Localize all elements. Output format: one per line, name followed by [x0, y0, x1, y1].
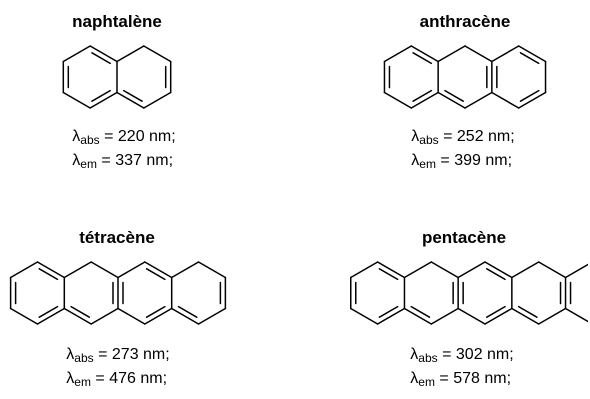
single-bond: [437, 91, 466, 109]
single-bond: [143, 91, 172, 109]
single-bond: [197, 307, 227, 325]
double-bond-inner: [378, 305, 399, 318]
single-bond: [537, 261, 567, 279]
single-bond: [63, 261, 92, 279]
single-bond: [410, 45, 439, 63]
single-bond: [511, 307, 540, 325]
anthracene-properties: λabs = 252 nm; λem = 399 nm;: [411, 125, 514, 173]
single-bond: [197, 261, 227, 279]
single-bond: [376, 261, 406, 279]
single-bond: [170, 307, 200, 325]
double-bond-inner: [38, 268, 59, 281]
single-bond: [89, 45, 118, 63]
acene-bonds: [383, 45, 547, 109]
double-bond-inner: [412, 89, 433, 102]
single-bond: [350, 307, 379, 325]
single-bond: [437, 45, 466, 63]
double-bond-inner: [91, 89, 111, 102]
emission-line: λem = 578 nm;: [410, 370, 512, 389]
double-bond-inner: [38, 305, 59, 318]
single-bond: [62, 45, 91, 63]
single-bond: [537, 307, 567, 325]
acene-bonds: [62, 45, 172, 109]
absorption-line: λabs = 220 nm;: [72, 128, 176, 147]
double-bond-inner: [486, 268, 506, 281]
single-bond: [491, 91, 520, 109]
single-bond: [484, 261, 513, 279]
single-bond: [170, 261, 200, 279]
double-bond-inner: [91, 52, 111, 65]
emission-line: λem = 399 nm;: [411, 152, 513, 171]
single-bond: [143, 45, 172, 63]
single-bond: [430, 261, 459, 279]
single-bond: [9, 261, 39, 279]
tetracene-properties: λabs = 273 nm; λem = 476 nm;: [66, 343, 169, 391]
absorption-line: λabs = 273 nm;: [66, 346, 170, 365]
double-bond-inner: [123, 89, 143, 102]
single-bond: [430, 307, 459, 325]
compound-title-naphtalene: naphtalène: [72, 12, 162, 31]
double-bond-inner: [145, 305, 166, 318]
single-bond: [511, 261, 540, 279]
single-bond: [484, 307, 513, 325]
single-bond: [564, 307, 588, 323]
single-bond: [36, 307, 66, 325]
double-bond-inner: [519, 52, 540, 65]
emission-line: λem = 476 nm;: [66, 370, 168, 389]
single-bond: [517, 91, 547, 109]
single-bond: [517, 45, 547, 63]
double-bond-inner: [486, 305, 506, 318]
single-bond: [464, 45, 493, 63]
single-bond: [116, 45, 145, 63]
single-bond: [90, 261, 119, 279]
acene-bonds: [9, 261, 227, 325]
single-bond: [410, 91, 439, 109]
absorption-line: λabs = 252 nm;: [411, 128, 515, 147]
single-bond: [403, 261, 433, 279]
single-bond: [117, 307, 146, 325]
single-bond: [491, 45, 520, 63]
absorption-line: λabs = 302 nm;: [410, 346, 514, 365]
double-bond-inner: [517, 305, 538, 318]
double-bond-inner: [519, 89, 540, 102]
double-bond-inner: [412, 52, 433, 65]
single-bond: [89, 91, 118, 109]
single-bond: [9, 307, 39, 325]
emission-line: λem = 337 nm;: [72, 152, 174, 171]
double-bond-inner: [444, 89, 464, 102]
compound-title-tetracene: tétracène: [79, 228, 155, 247]
single-bond: [376, 307, 406, 325]
single-bond: [383, 45, 413, 63]
naphtalene-properties: λabs = 220 nm; λem = 337 nm;: [72, 125, 175, 173]
compound-title-anthracene: anthracène: [419, 12, 511, 31]
single-bond: [36, 261, 66, 279]
single-bond: [63, 307, 92, 325]
single-bond: [457, 307, 486, 325]
acene-bonds: [350, 261, 588, 325]
single-bond: [144, 307, 173, 325]
single-bond: [116, 91, 145, 109]
single-bond: [383, 91, 413, 109]
double-bond-inner: [177, 305, 198, 318]
single-bond: [350, 261, 379, 279]
single-bond: [464, 91, 493, 109]
single-bond: [457, 261, 486, 279]
single-bond: [90, 307, 119, 325]
double-bond-inner: [145, 268, 166, 281]
double-bond-inner: [378, 268, 399, 281]
double-bond-inner: [410, 305, 431, 318]
pentacene-properties: λabs = 302 nm; λem = 578 nm;: [410, 343, 513, 391]
single-bond: [62, 91, 91, 109]
double-bond-inner: [70, 305, 91, 318]
compound-title-pentacene: pentacène: [421, 228, 507, 247]
single-bond: [403, 307, 433, 325]
single-bond: [117, 261, 146, 279]
single-bond: [564, 263, 588, 279]
single-bond: [144, 261, 173, 279]
